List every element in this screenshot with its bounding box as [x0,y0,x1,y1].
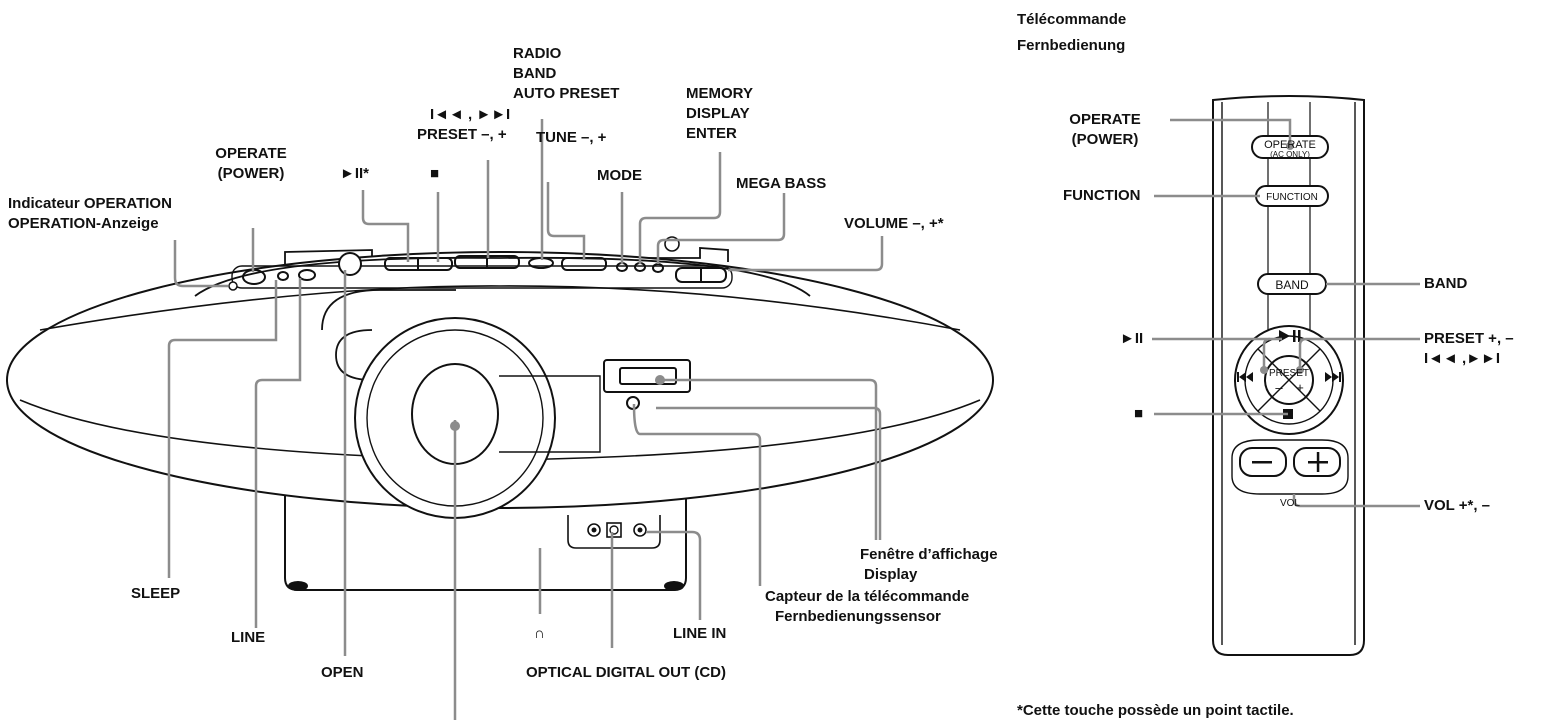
unit-volume-label: VOLUME –, +* [844,215,944,232]
unit-display-window-fr: Fenêtre d’affichage [860,546,998,563]
unit-operate-line2: (POWER) [217,165,285,182]
remote-operate-subtext: (AC ONLY) [1270,150,1310,159]
unit-sensor-fr: Capteur de la télécommande [765,588,970,605]
unit-display-window-label: Fenêtre d’affichage Display [860,545,998,585]
unit-line-in-label: LINE IN [673,625,727,642]
remote-volume-surround [1231,439,1349,495]
remote-button-text: OPERATE (AC ONLY) FUNCTION BAND PRESET –… [1264,139,1318,509]
cd-door [335,329,382,381]
remote-band-label: BAND [1424,275,1468,292]
remote-operate-line2: (POWER) [1071,131,1139,148]
unit-band: BAND [513,65,557,82]
jack-panel [567,515,661,549]
unit-headphones-label: ∩ [534,625,545,642]
unit-leader-lines [167,119,884,720]
remote-preset-plus: + [1296,380,1304,395]
main-unit [6,236,994,591]
remote-function-text: FUNCTION [1266,192,1318,203]
remote-title-fr: Télécommande [1017,11,1127,28]
unit-preset-label: PRESET –, + [417,126,507,143]
remote-function-label: FUNCTION [1063,187,1141,204]
unit-prev-next-label: I◄◄ , ►►I [430,106,511,123]
remote-band-text: BAND [1275,278,1309,292]
remote-operate-label: OPERATE (POWER) [1050,110,1160,150]
remote-preset-line1: PRESET +, – [1424,330,1514,347]
leader-dots [450,375,665,431]
unit-radio-band-label: RADIO BAND AUTO PRESET [513,44,619,104]
remote-preset-label: PRESET +, – I◄◄ ,►►I [1424,329,1514,369]
unit-mode-label: MODE [597,167,642,184]
unit-line-label: LINE [231,629,266,646]
remote-title-de: Fernbedienung [1017,37,1126,54]
remote-preset-minus: – [1275,380,1283,395]
remote-preset-line2: I◄◄ ,►►I [1424,350,1501,367]
unit-sensor-de: Fernbedienungssensor [775,608,941,625]
remote-operate-line1: OPERATE [1069,111,1141,128]
unit-open-label: OPEN [321,664,364,681]
unit-sleep-label: SLEEP [131,585,181,602]
operation-indicator-fr: Indicateur OPERATION [8,195,172,212]
remote-operate-text: OPERATE [1264,139,1316,151]
footnote: *Cette touche possède un point tactile. [1017,702,1294,719]
unit-auto-preset: AUTO PRESET [513,85,620,102]
unit-sensor-label: Capteur de la télécommande Fernbedienung… [765,587,969,627]
unit-tune-label: TUNE –, + [536,129,607,146]
operation-indicator-label: Indicateur OPERATION OPERATION-Anzeige [8,194,172,234]
remote-vol-label: VOL +*, – [1424,497,1491,514]
remote-title: Télécommande Fernbedienung [1017,10,1126,56]
unit-enter: ENTER [686,125,737,142]
remote-stop-label: ■ [1134,405,1144,422]
unit-stop-label: ■ [430,165,440,182]
unit-operate-line1: OPERATE [215,145,287,162]
remote-preset-text: PRESET [1269,368,1309,379]
remote-play-pause-label: ►II [1120,330,1144,347]
unit-operate-label: OPERATE (POWER) [196,144,306,184]
display-window [603,359,691,393]
remote-vol-text: VOL [1280,498,1300,509]
unit-radio: RADIO [513,45,562,62]
remote-leader-lines [1152,118,1420,508]
unit-memory-label: MEMORY DISPLAY ENTER [686,84,753,144]
unit-optical-label: OPTICAL DIGITAL OUT (CD) [526,664,726,681]
unit-display-window-de: Display [864,566,918,583]
unit-mega-bass-label: MEGA BASS [736,175,827,192]
unit-memory: MEMORY [686,85,753,102]
unit-display: DISPLAY [686,105,750,122]
unit-play-pause-label: ►II* [340,165,370,182]
operation-indicator-de: OPERATION-Anzeige [8,215,159,232]
remote-leader-dots [1260,142,1304,374]
